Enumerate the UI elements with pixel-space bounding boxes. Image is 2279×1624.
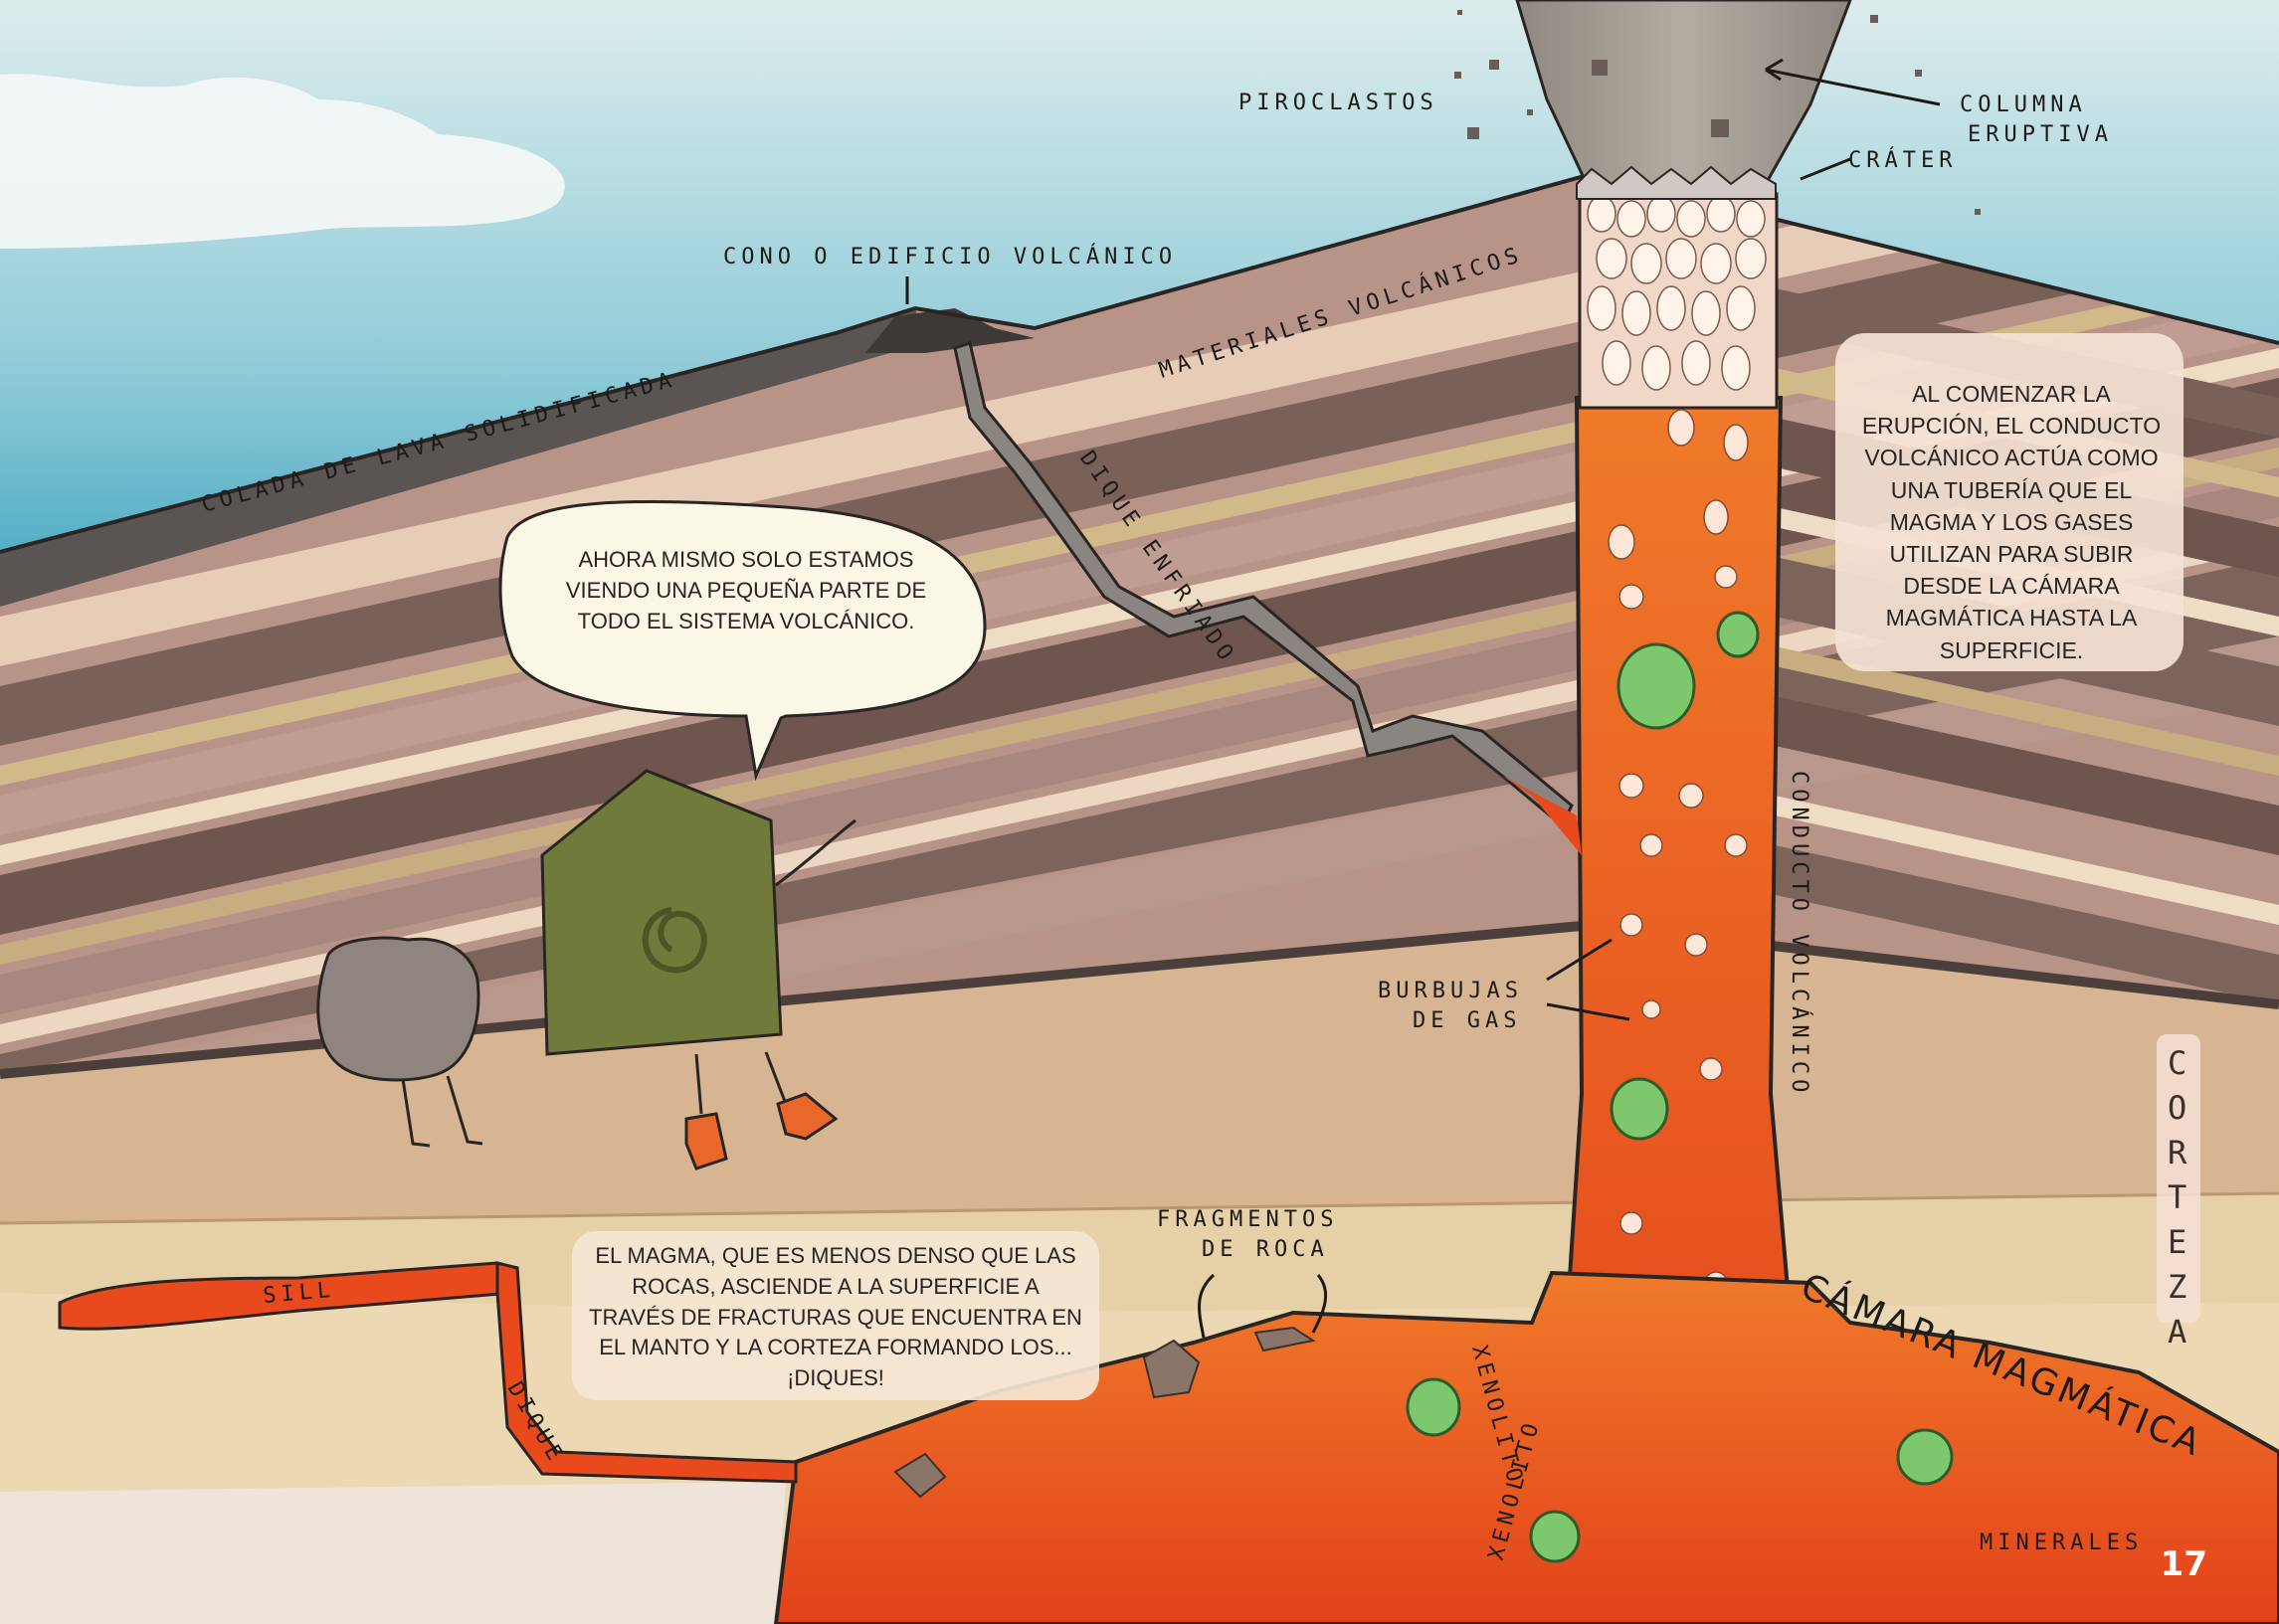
svg-text:E: E <box>2168 1223 2186 1261</box>
svg-text:O: O <box>2168 1089 2186 1127</box>
label-crater: CRÁTER <box>1848 147 1957 173</box>
svg-text:A: A <box>2168 1313 2186 1351</box>
label-fragmentos-2: DE ROCA <box>1202 1237 1329 1262</box>
label-cono: CONO O EDIFICIO VOLCÁNICO <box>723 244 1177 270</box>
label-columna-1: COLUMNA <box>1960 92 2087 117</box>
magma-note-text: EL MAGMA, QUE ES MENOS DENSO QUE LAS ROC… <box>587 1241 1084 1394</box>
svg-text:Z: Z <box>2168 1268 2186 1306</box>
label-piroclastos: PIROCLASTOS <box>1238 90 1438 115</box>
page-number: 17 <box>2161 1544 2207 1584</box>
svg-text:R: R <box>2168 1134 2187 1172</box>
svg-text:T: T <box>2168 1178 2186 1216</box>
svg-text:C: C <box>2168 1044 2186 1082</box>
label-burbujas-1: BURBUJAS <box>1378 979 1523 1003</box>
label-corteza: CORTEZA <box>2168 1044 2187 1351</box>
label-columna-2: ERUPTIVA <box>1968 122 2113 147</box>
label-burbujas-2: DE GAS <box>1413 1008 1521 1033</box>
label-minerales: MINERALES <box>1980 1531 2143 1555</box>
label-fragmentos-1: FRAGMENTOS <box>1157 1207 1338 1232</box>
label-conducto: CONDUCTO VOLCÁNICO <box>1787 771 1812 1097</box>
speech-bubble-text: AHORA MISMO SOLO ESTAMOS VIENDO UNA PEQU… <box>557 545 935 636</box>
conduit-note-text: AL COMENZAR LA ERUPCIÓN, EL CONDUCTO VOL… <box>1852 378 2171 666</box>
